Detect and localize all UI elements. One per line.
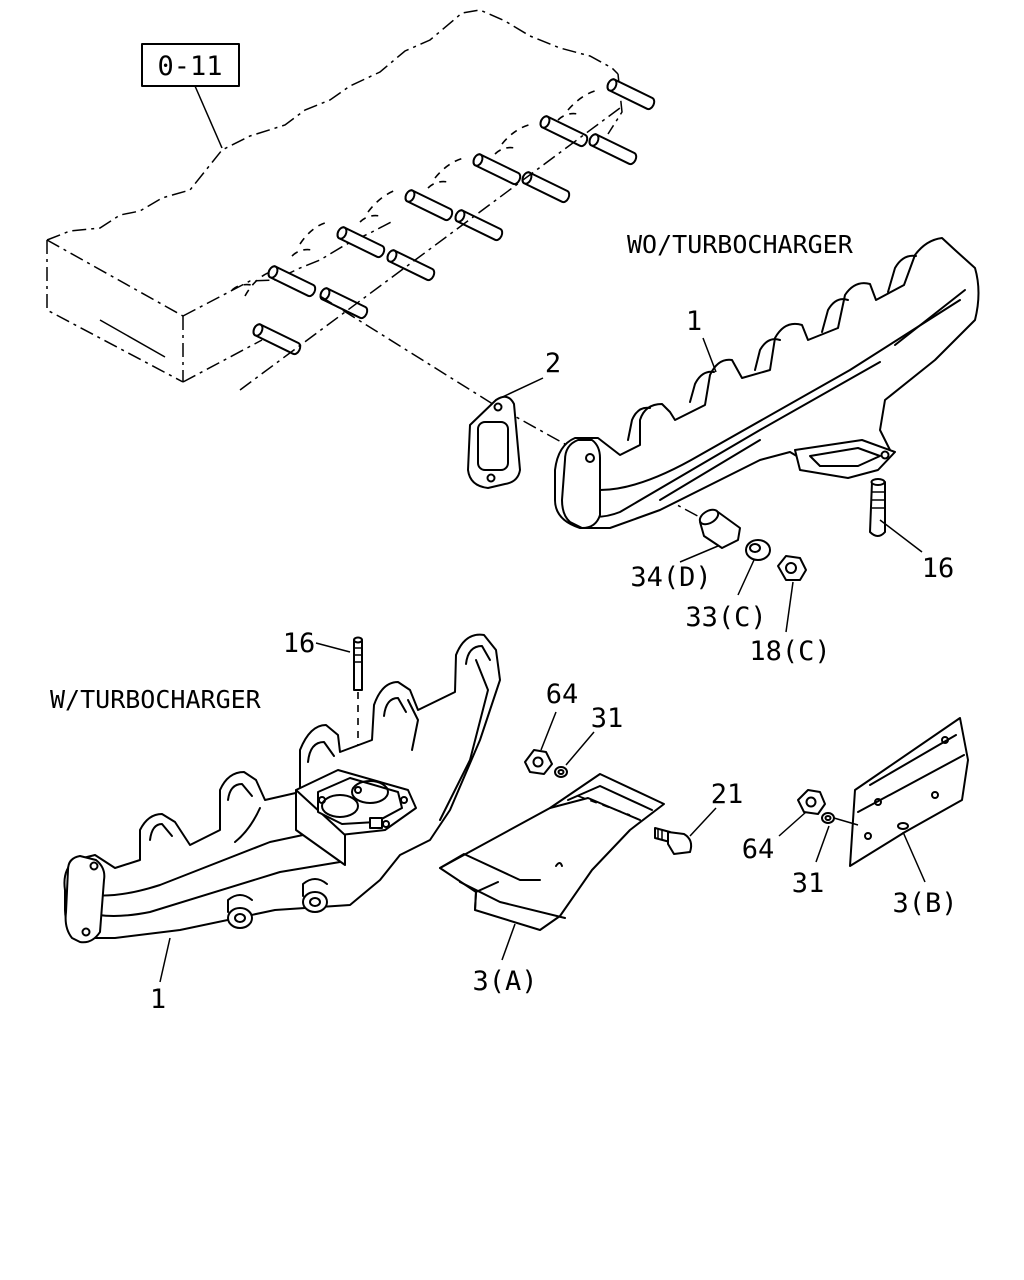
manifold-with-turbocharger: W/TURBOCHARGER 16 [50,628,501,1015]
cover-b-callout: 3(B) [892,888,957,919]
stud-upper: 16 [869,478,955,584]
stud-lower-callout: 16 [283,628,316,659]
head-studs [252,78,656,356]
gasket: 2 [467,348,561,489]
heat-shield-a: 3(A) [439,773,665,997]
part-18-callout: 18(C) [749,636,830,667]
nut-b-callout: 64 [742,834,775,865]
cover-a-callout: 3(A) [472,966,537,997]
alignment-centerline [239,107,621,391]
nut-a-callout: 64 [546,679,579,710]
fastener-stack: 34(D) 33(C) 18(C) [630,508,831,667]
nut-washer-b: 64 31 [742,789,859,899]
manifold-lower-callout: 1 [150,984,166,1015]
part-33-callout: 33(C) [685,602,766,633]
gasket-callout: 2 [545,348,561,379]
bolt: 21 [654,779,744,855]
manifold-upper-callout: 1 [686,306,702,337]
nut-washer-a: 64 31 [524,679,624,778]
washer-b-callout: 31 [792,868,825,899]
heading-without-turbo: WO/TURBOCHARGER [627,230,854,259]
manifold-without-turbocharger: WO/TURBOCHARGER 1 [554,230,980,529]
stud-upper-callout: 16 [922,553,955,584]
washer-a-callout: 31 [591,703,624,734]
heading-with-turbo: W/TURBOCHARGER [50,685,262,714]
reference-label: 0-11 [157,51,222,82]
part-34-callout: 34(D) [630,562,711,593]
reference-box: 0-11 [141,43,240,149]
cylinder-head-outline [46,9,623,383]
heat-shield-b: 3(B) [849,717,969,919]
bolt-callout: 21 [711,779,744,810]
